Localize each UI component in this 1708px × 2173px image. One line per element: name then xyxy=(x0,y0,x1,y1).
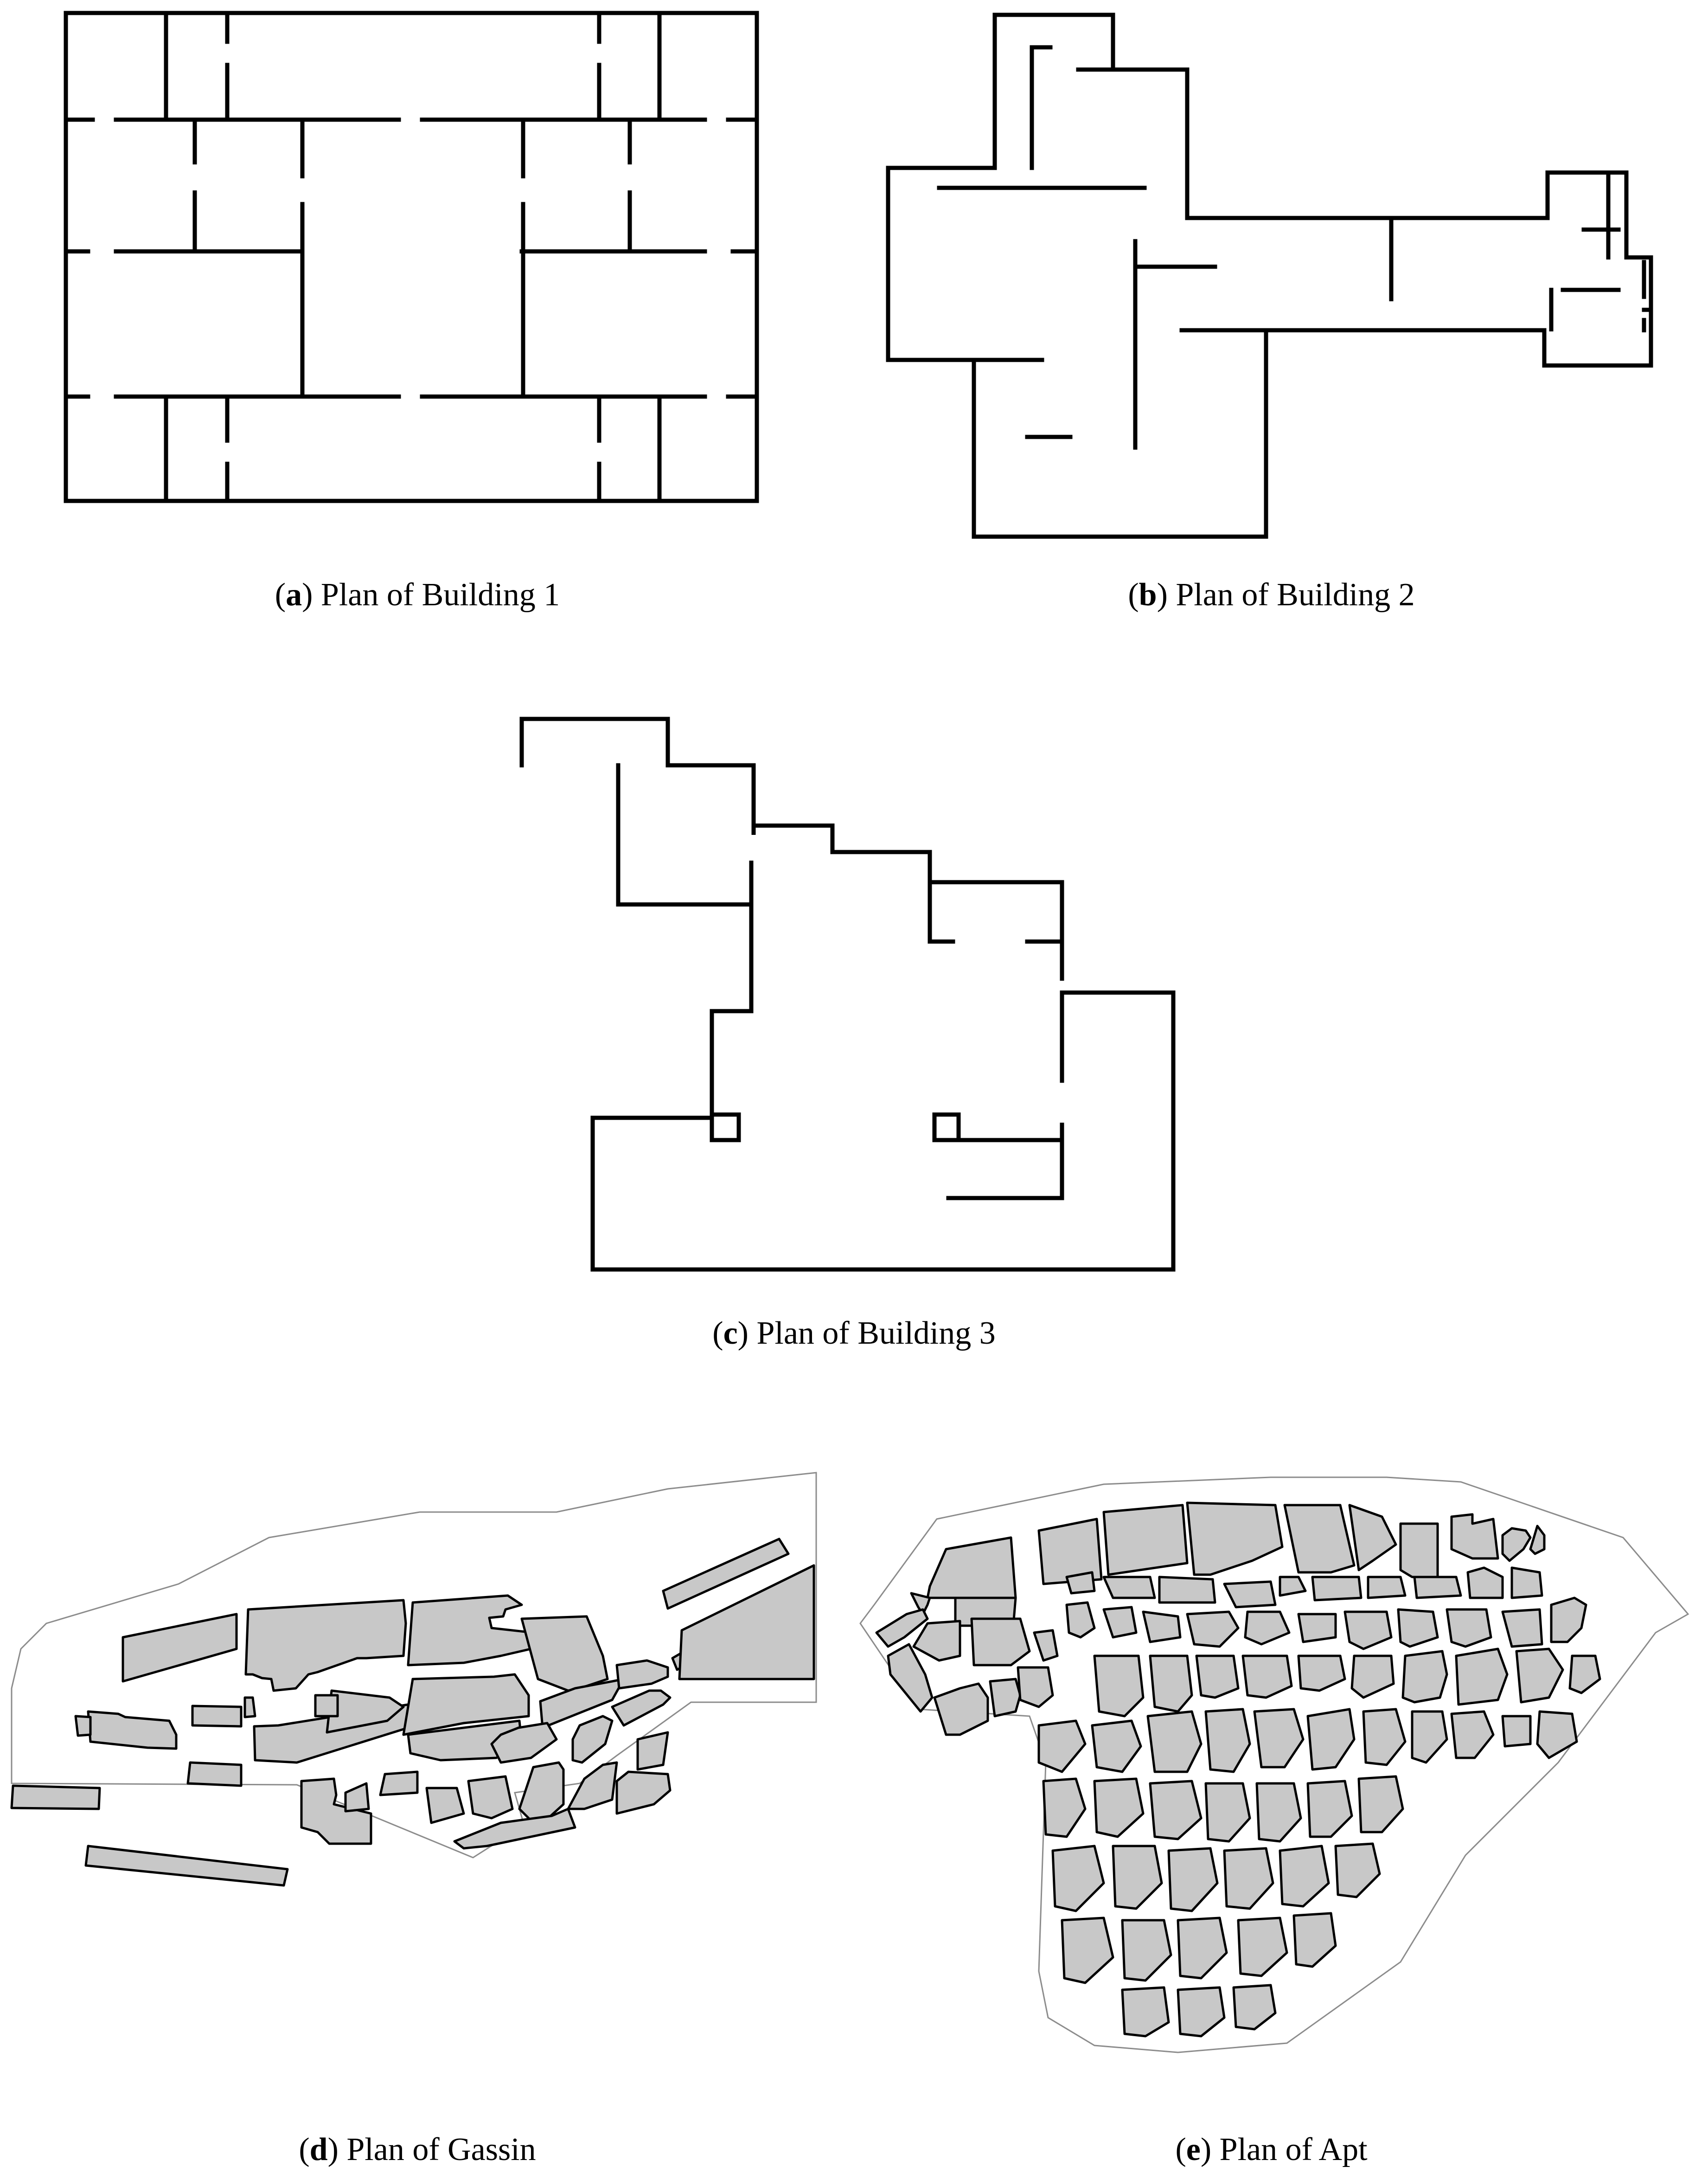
building-1-plan xyxy=(64,11,759,503)
caption-title: Plan of Apt xyxy=(1219,2132,1368,2167)
panel-b-building-2: (b) Plan of Building 2 xyxy=(835,0,1708,649)
panel-d-gassin: (d) Plan of Gassin xyxy=(0,1438,835,2173)
gassin-plan xyxy=(10,1472,817,1887)
caption-building-2: (b) Plan of Building 2 xyxy=(1128,577,1415,613)
caption-title: Plan of Gassin xyxy=(346,2132,536,2167)
caption-building-3: (c) Plan of Building 3 xyxy=(712,1315,996,1351)
caption-letter: e xyxy=(1186,2132,1201,2167)
building-3-plan xyxy=(519,717,1176,1272)
caption-building-1: (a) Plan of Building 1 xyxy=(275,577,560,613)
panel-a-building-1: (a) Plan of Building 1 xyxy=(0,0,835,649)
caption-title: Plan of Building 1 xyxy=(320,577,560,613)
caption-letter: b xyxy=(1139,577,1157,613)
caption-letter: d xyxy=(309,2132,328,2167)
caption-title: Plan of Building 2 xyxy=(1176,577,1415,613)
apt-plan xyxy=(859,1476,1689,2053)
caption-letter: a xyxy=(286,577,302,613)
panel-e-apt: (e) Plan of Apt xyxy=(835,1438,1708,2173)
caption-letter: c xyxy=(723,1315,738,1351)
caption-apt: (e) Plan of Apt xyxy=(1175,2132,1368,2167)
panel-c-building-3: (c) Plan of Building 3 xyxy=(0,696,1708,1368)
caption-title: Plan of Building 3 xyxy=(756,1315,996,1351)
caption-gassin: (d) Plan of Gassin xyxy=(299,2132,536,2167)
building-2-plan xyxy=(886,13,1653,539)
